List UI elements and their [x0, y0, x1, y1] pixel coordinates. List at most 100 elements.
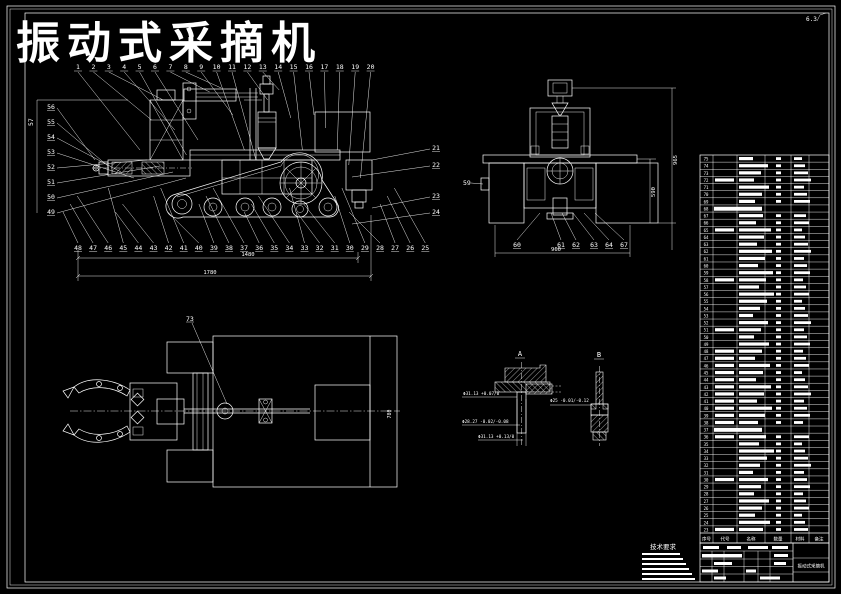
row-number: 70 [704, 192, 709, 197]
callout-bottom-34: 34 [285, 244, 293, 252]
callout-top-4: 4 [122, 63, 126, 71]
leader-line [77, 195, 109, 244]
left-track-box [488, 162, 525, 224]
text-blob [794, 185, 804, 189]
row-number: 34 [704, 449, 709, 454]
table-header-0: 序号 [702, 536, 711, 543]
picking-arm [92, 159, 192, 177]
leader-line [308, 71, 315, 116]
row-number: 52 [704, 321, 709, 326]
text-blob [776, 171, 781, 175]
text-blob [739, 378, 756, 382]
leader-line [160, 187, 184, 244]
leader-line [251, 203, 275, 244]
callout-bottom-29: 29 [361, 244, 369, 252]
callout-right-21: 21 [432, 144, 440, 152]
text-blob [703, 546, 719, 549]
text-blob [794, 314, 808, 317]
text-blob [739, 328, 761, 332]
dim-a3: Φ31.13 +0.13/0 [478, 434, 515, 440]
row-number: 51 [704, 328, 709, 333]
callout-bottom-25: 25 [421, 244, 429, 252]
leader-line [69, 203, 94, 244]
text-blob [794, 485, 810, 489]
leader-line [56, 122, 109, 167]
row-number: 50 [704, 335, 709, 340]
row-number: 75 [704, 157, 709, 162]
text-blob [776, 292, 781, 296]
side-callout-63: 63 [590, 241, 598, 249]
text-blob [739, 392, 764, 396]
detail-views: A Φ31.13 +0.07/0 Φ28.27 -0.02/-0.08 Φ31.… [462, 350, 609, 446]
text-blob [776, 242, 781, 246]
text-blob [739, 214, 763, 218]
text-blob [794, 435, 809, 439]
text-blob [794, 257, 804, 260]
callout-top-14: 14 [274, 63, 282, 71]
text-blob [715, 370, 734, 375]
leader-line [561, 212, 577, 241]
text-blob [794, 392, 811, 396]
callout-top-13: 13 [259, 63, 267, 71]
text-blob [794, 285, 806, 289]
leader-line [371, 148, 431, 161]
text-blob [739, 413, 765, 417]
callout-top-3: 3 [107, 63, 111, 71]
text-blob [794, 299, 802, 303]
road-wheels [171, 193, 338, 218]
text-blob [794, 178, 811, 182]
row-number: 61 [704, 256, 709, 261]
callout-bottom-39: 39 [210, 244, 218, 252]
row-number: 62 [704, 249, 709, 254]
side-dimensions: 965 590 960 [494, 87, 679, 257]
callout-top-6: 6 [153, 63, 157, 71]
callout-73: 73 [186, 315, 194, 323]
text-blob [794, 306, 805, 310]
text-blob [776, 456, 781, 460]
top-view: 780 73 [62, 315, 400, 488]
drive-sprocket [279, 161, 323, 205]
text-blob [739, 435, 766, 439]
text-blob [715, 228, 734, 232]
row-number: 30 [704, 477, 709, 482]
text-blob [776, 364, 781, 367]
row-number: 31 [704, 470, 709, 475]
text-blob [776, 513, 781, 517]
text-blob [776, 264, 781, 267]
callout-left-56: 56 [47, 103, 55, 111]
text-blob [776, 285, 781, 289]
text-blob [776, 528, 781, 531]
text-blob [794, 492, 803, 496]
leader-line [371, 196, 431, 209]
text-blob [794, 356, 806, 360]
row-number: 35 [704, 442, 709, 447]
text-blob [794, 499, 806, 503]
text-blob [794, 157, 802, 160]
row-number: 32 [704, 463, 709, 468]
leader-line [201, 71, 233, 116]
text-blob [794, 449, 805, 453]
row-number: 71 [704, 185, 709, 190]
text-blob [739, 506, 762, 510]
row-number: 65 [704, 228, 709, 233]
text-blob [739, 199, 755, 203]
main-dimensions: 1480 1780 [75, 215, 374, 281]
text-blob [714, 206, 762, 211]
table-header-1: 代号 [721, 536, 730, 543]
text-blob [715, 477, 734, 482]
text-blob [776, 328, 781, 332]
right-motor [345, 159, 373, 191]
text-blob [794, 528, 808, 531]
text-blob [739, 470, 753, 475]
text-blob [739, 492, 754, 496]
text-blob [794, 221, 809, 225]
row-number: 49 [704, 342, 709, 347]
body-box [221, 159, 313, 195]
surface-finish-text: 6.3 [806, 16, 817, 23]
row-number: 45 [704, 370, 709, 375]
row-number: 68 [704, 206, 709, 211]
callout-top-11: 11 [228, 63, 236, 71]
leader-line [153, 195, 169, 244]
callout-top-1: 1 [76, 63, 80, 71]
